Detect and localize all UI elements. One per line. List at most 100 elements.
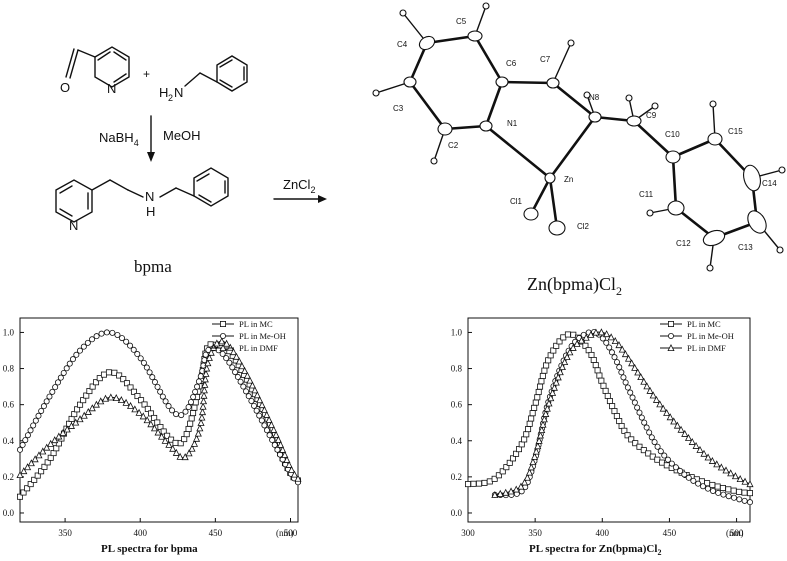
- data-point-triangle: [256, 396, 264, 404]
- data-point-triangle: [561, 358, 569, 366]
- y-tick-labels: 0.00.20.40.60.81.0: [3, 327, 24, 518]
- data-point-square: [604, 392, 611, 399]
- data-point-circle: [187, 399, 194, 406]
- data-point-square: [499, 468, 506, 475]
- data-point-square: [741, 489, 748, 496]
- data-point-circle: [52, 384, 59, 391]
- amine-h-label: H: [159, 85, 168, 100]
- data-point-circle: [234, 373, 241, 380]
- atom-h: [709, 100, 717, 108]
- data-point-triangle: [681, 429, 689, 437]
- data-point-square: [541, 367, 548, 374]
- crystal-atoms: [372, 2, 786, 272]
- data-point-circle: [629, 394, 636, 401]
- x-tick-label: 400: [133, 528, 147, 538]
- data-point-triangle: [190, 439, 199, 447]
- data-point-square: [531, 404, 538, 411]
- label-n8: N8: [589, 93, 600, 102]
- data-point-square: [44, 459, 51, 466]
- label-c12: C12: [676, 239, 691, 248]
- data-point-triangle: [197, 418, 205, 426]
- data-point-circle: [606, 344, 613, 351]
- data-point-triangle: [207, 348, 215, 356]
- data-point-triangle: [746, 480, 754, 488]
- legend-label: PL in Me-OH: [239, 331, 286, 341]
- data-point-triangle: [263, 410, 271, 418]
- data-point-triangle: [219, 344, 227, 352]
- data-point-triangle: [165, 440, 173, 448]
- data-point-circle: [165, 403, 172, 410]
- atom-h: [778, 166, 786, 174]
- data-point-circle: [30, 422, 37, 429]
- data-point-triangle: [139, 412, 147, 420]
- series-layer: [464, 328, 754, 506]
- data-point-circle: [664, 456, 671, 463]
- data-point-circle: [274, 446, 281, 453]
- data-point-triangle: [618, 345, 626, 353]
- label-n1: N1: [507, 119, 518, 128]
- data-point-square: [649, 453, 656, 460]
- data-point-square: [588, 351, 595, 358]
- data-point-triangle: [563, 353, 571, 361]
- data-point-triangle: [92, 400, 100, 408]
- data-point-triangle: [150, 424, 159, 432]
- data-point-circle: [119, 335, 126, 342]
- data-point-circle: [202, 351, 209, 358]
- data-point-circle: [84, 339, 91, 346]
- data-point-circle: [720, 491, 727, 498]
- data-point-triangle: [279, 445, 287, 453]
- data-point-triangle: [176, 452, 184, 460]
- data-point-square: [506, 459, 513, 466]
- data-point-square: [556, 338, 563, 345]
- label-zn: Zn: [564, 175, 573, 184]
- data-point-circle: [93, 333, 100, 340]
- data-point-square: [86, 388, 93, 395]
- atom-cl2: [548, 220, 566, 236]
- crystal-atom-labels: C5 C4 C6 C7 N8 C9 C3 N1 C2 C10 C15 Zn C1…: [393, 17, 777, 252]
- data-point-square: [154, 419, 161, 426]
- data-point-triangle: [188, 444, 196, 452]
- data-point-square: [632, 440, 639, 447]
- data-point-square: [534, 394, 541, 401]
- y-tick-label: 0.0: [3, 508, 15, 518]
- data-point-triangle: [547, 394, 555, 402]
- data-point-triangle: [688, 437, 696, 445]
- complexation-arrow: ZnCl2: [273, 177, 327, 203]
- data-point-square: [609, 403, 616, 410]
- data-point-circle: [627, 389, 634, 396]
- benzylamine-structure: H 2 N: [159, 55, 248, 103]
- data-point-circle: [73, 351, 80, 358]
- data-point-square: [77, 401, 84, 408]
- data-point-circle: [127, 342, 134, 349]
- data-point-triangle: [199, 397, 208, 405]
- data-point-square: [34, 472, 41, 479]
- data-point-triangle: [646, 386, 654, 394]
- data-point-circle: [611, 354, 618, 361]
- data-point-circle: [263, 427, 270, 434]
- data-point-square: [151, 414, 158, 421]
- data-point-circle: [256, 412, 263, 419]
- data-point-circle: [154, 383, 161, 390]
- data-point-square: [190, 410, 197, 417]
- data-point-circle: [76, 347, 83, 354]
- data-point-square: [539, 372, 546, 379]
- data-point-circle: [624, 384, 631, 391]
- data-point-triangle: [84, 407, 92, 415]
- x-tick-label: 300: [461, 528, 475, 538]
- data-point-triangle: [161, 436, 169, 444]
- data-point-square: [611, 408, 618, 415]
- data-point-triangle: [628, 359, 636, 367]
- atom-h: [583, 91, 591, 99]
- data-point-triangle: [523, 473, 531, 481]
- legend-label: PL in MC: [687, 319, 721, 329]
- data-point-triangle: [631, 363, 639, 371]
- data-point-square: [83, 392, 90, 399]
- data-point-triangle: [663, 408, 671, 416]
- data-point-triangle: [143, 416, 151, 424]
- data-point-square: [663, 462, 670, 469]
- label-c4: C4: [397, 40, 408, 49]
- data-point-triangle: [529, 458, 537, 466]
- data-point-triangle: [198, 413, 206, 421]
